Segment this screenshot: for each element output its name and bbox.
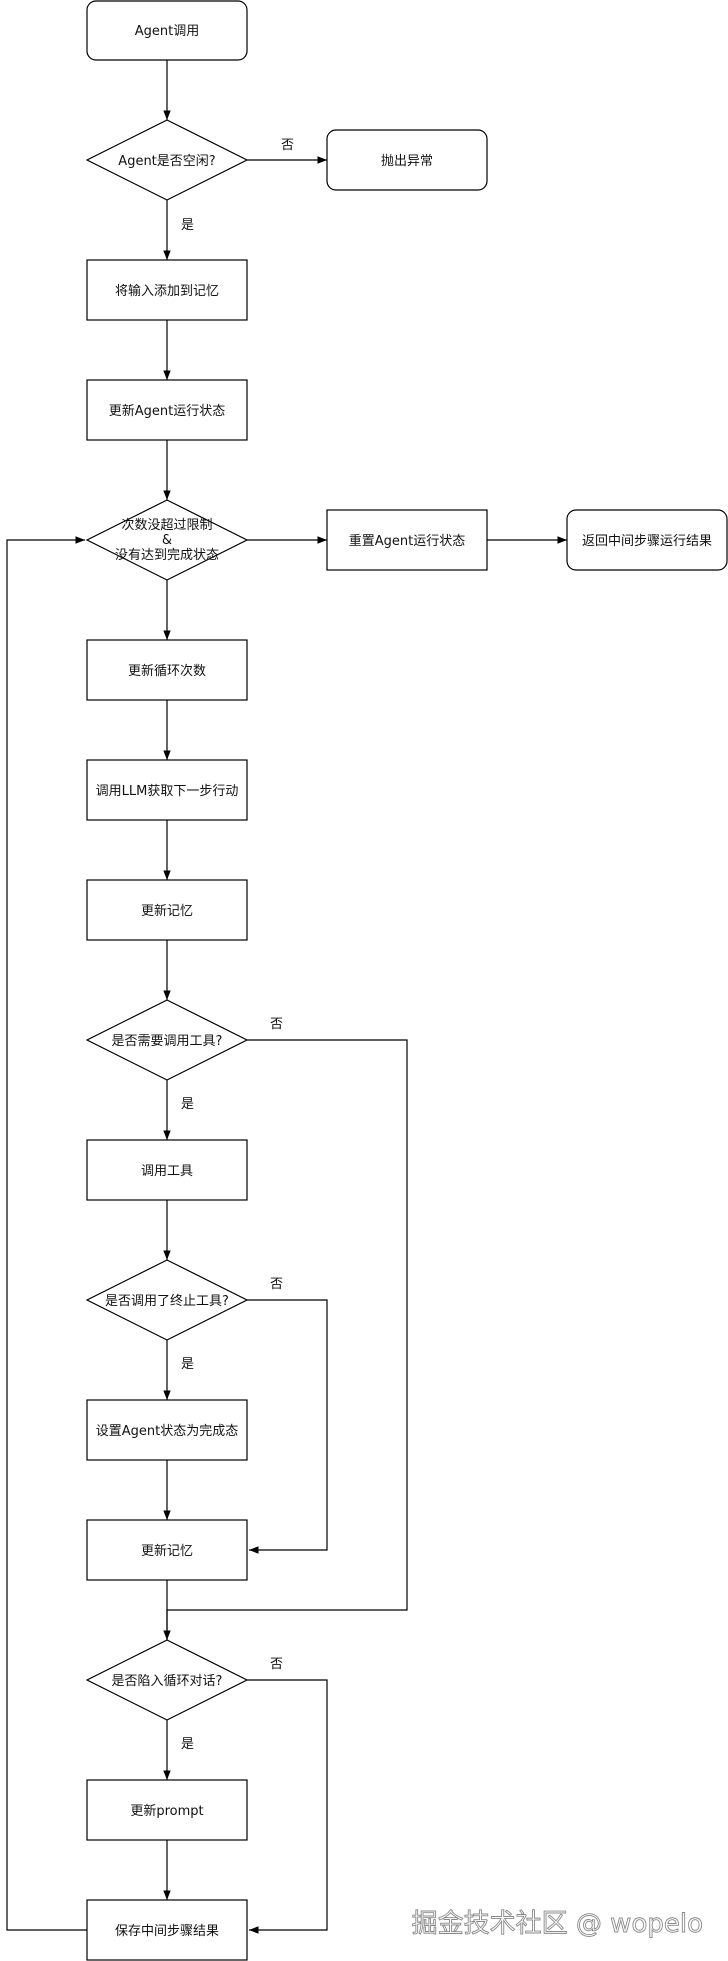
svg-text:更新循环次数: 更新循环次数 [128, 663, 206, 679]
label-no-needtool: 否 [270, 1017, 283, 1032]
node-set-complete: 设置Agent状态为完成态 [86, 1399, 248, 1461]
label-yes-needtool: 是 [181, 1097, 194, 1112]
node-update-memory-1: 更新记忆 [86, 879, 248, 941]
node-throw-exception: 抛出异常 [326, 129, 488, 191]
svg-text:将输入添加到记忆: 将输入添加到记忆 [115, 283, 219, 299]
decision-need-tool: 是否需要调用工具? [85, 999, 249, 1081]
edges [6, 60, 567, 1934]
svg-text:设置Agent状态为完成态: 设置Agent状态为完成态 [96, 1424, 238, 1439]
svg-text:更新记忆: 更新记忆 [141, 903, 193, 919]
node-update-memory-2: 更新记忆 [86, 1519, 248, 1581]
svg-text:是否需要调用工具?: 是否需要调用工具? [112, 1034, 223, 1049]
label-yes-idle: 是 [181, 218, 194, 233]
label-no-terminate: 否 [270, 1277, 283, 1292]
svg-text:是否调用了终止工具?: 是否调用了终止工具? [105, 1293, 229, 1309]
node-update-loop-count: 更新循环次数 [86, 639, 248, 701]
label-yes-terminate: 是 [181, 1357, 194, 1372]
svg-text:Agent调用: Agent调用 [135, 24, 199, 39]
svg-text:更新Agent运行状态: 更新Agent运行状态 [109, 403, 225, 419]
node-agent-call: Agent调用 [86, 0, 248, 61]
node-update-prompt: 更新prompt [86, 1779, 248, 1841]
decision-agent-idle: Agent是否空闲? [85, 119, 249, 201]
svg-text:更新prompt: 更新prompt [130, 1803, 203, 1819]
node-call-tool: 调用工具 [86, 1139, 248, 1201]
svg-text:&: & [162, 533, 172, 548]
label-no-loopdialog: 否 [270, 1657, 283, 1672]
svg-text:保存中间步骤结果: 保存中间步骤结果 [115, 1924, 219, 1939]
decision-loop-dialog: 是否陷入循环对话? [85, 1639, 249, 1721]
svg-text:Agent是否空闲?: Agent是否空闲? [118, 154, 215, 169]
node-reset-state: 重置Agent运行状态 [326, 509, 488, 571]
label-yes-loopdialog: 是 [181, 1737, 194, 1752]
decision-terminate-tool: 是否调用了终止工具? [85, 1259, 249, 1341]
svg-text:重置Agent运行状态: 重置Agent运行状态 [349, 533, 465, 549]
svg-text:调用LLM获取下一步行动: 调用LLM获取下一步行动 [96, 784, 239, 799]
node-add-input-memory: 将输入添加到记忆 [86, 259, 248, 321]
node-save-results: 保存中间步骤结果 [86, 1899, 248, 1961]
svg-text:更新记忆: 更新记忆 [141, 1543, 193, 1559]
svg-text:是否陷入循环对话?: 是否陷入循环对话? [112, 1674, 223, 1689]
decision-loop-condition: 次数没超过限制 & 没有达到完成状态 [85, 499, 249, 581]
svg-text:调用工具: 调用工具 [141, 1164, 193, 1179]
edge-labels: 否 是 否 是 否 是 否 是 [181, 138, 294, 1752]
svg-text:抛出异常: 抛出异常 [381, 154, 433, 169]
watermark: 掘金技术社区 @ wopelo [412, 1909, 703, 1939]
svg-text:次数没超过限制: 次数没超过限制 [121, 517, 212, 533]
node-call-llm: 调用LLM获取下一步行动 [86, 759, 248, 821]
edge-loopdialog-no-to-save [247, 1679, 328, 1934]
edge-save-loop-back [6, 536, 87, 1931]
node-update-state: 更新Agent运行状态 [86, 379, 248, 441]
label-no-idle: 否 [281, 138, 294, 153]
svg-text:没有达到完成状态: 没有达到完成状态 [115, 548, 219, 563]
edge-terminate-no-to-memory2 [247, 1299, 328, 1554]
svg-text:返回中间步骤运行结果: 返回中间步骤运行结果 [582, 534, 712, 549]
node-return-results: 返回中间步骤运行结果 [566, 509, 728, 571]
